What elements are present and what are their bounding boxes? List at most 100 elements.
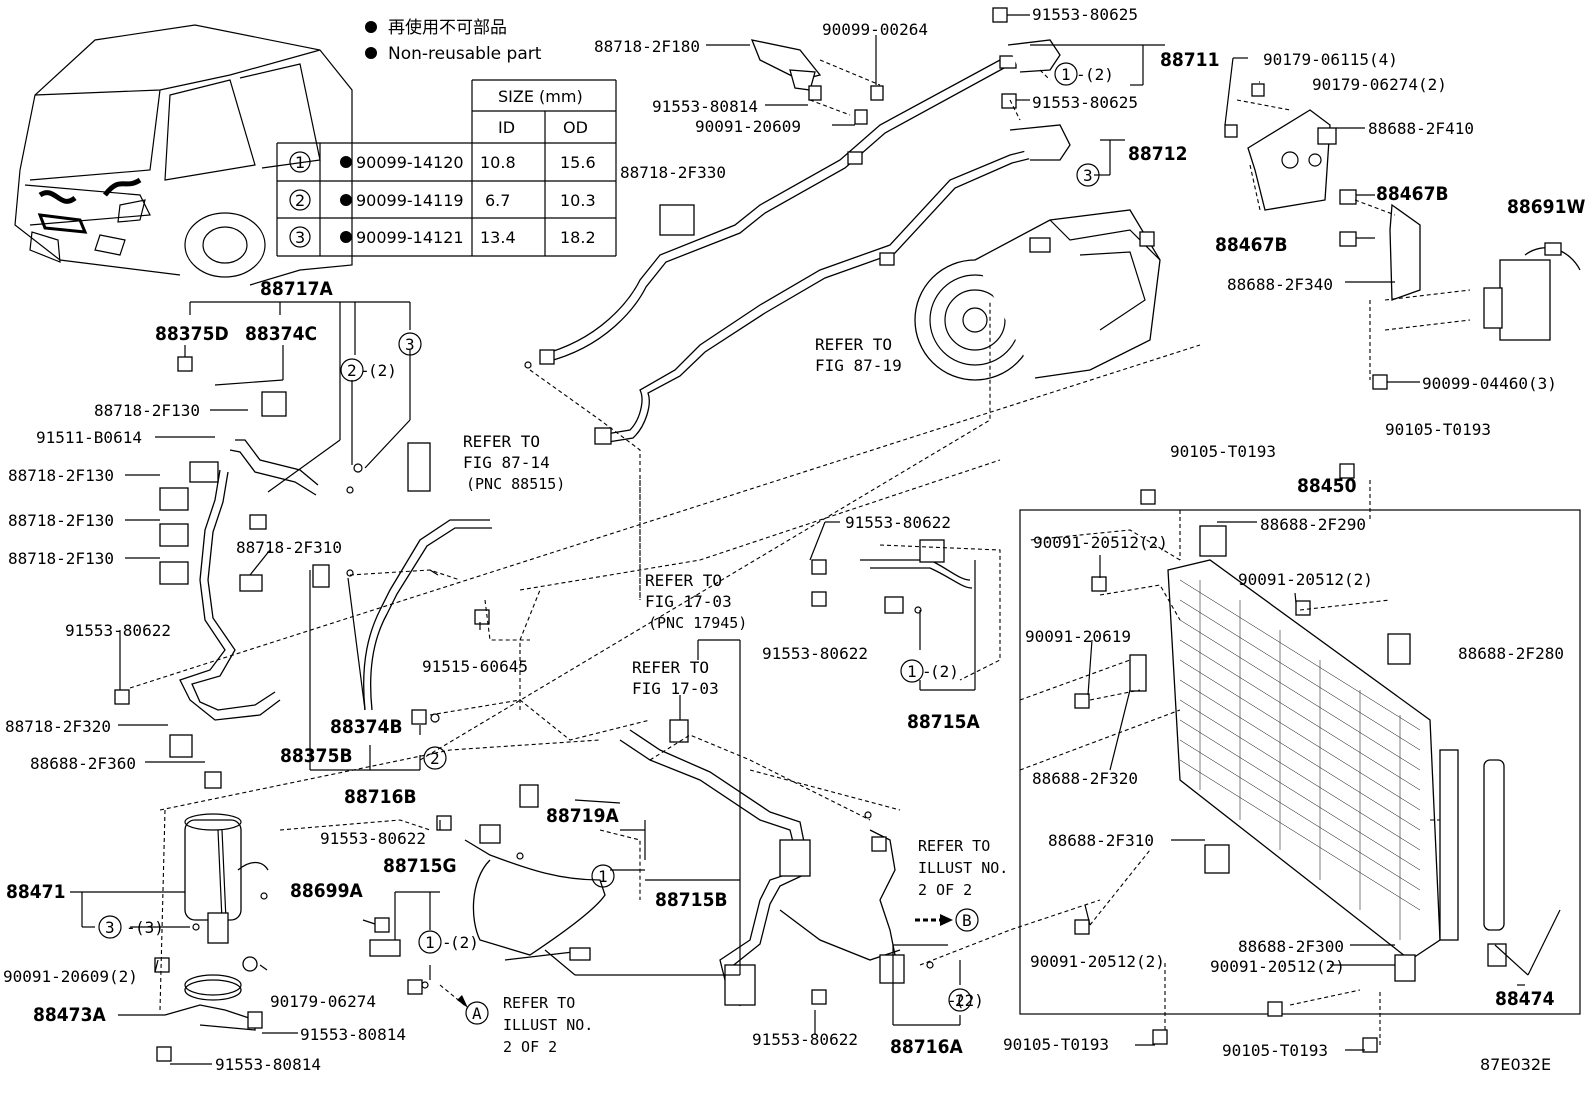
svg-text:REFER TO: REFER TO xyxy=(503,994,575,1012)
compressor xyxy=(914,209,1161,381)
svg-text:(PNC 17945): (PNC 17945) xyxy=(648,614,747,632)
svg-text:15.6: 15.6 xyxy=(560,153,596,172)
svg-text:2: 2 xyxy=(295,191,305,210)
svg-text:1: 1 xyxy=(295,153,305,172)
svg-text:FIG 87-19: FIG 87-19 xyxy=(815,356,902,375)
svg-text:3: 3 xyxy=(405,335,415,354)
part-label: 88691W xyxy=(1507,196,1585,218)
non-reusable-dot-icon xyxy=(365,21,377,33)
part-label: 88718-2F320 xyxy=(5,717,111,736)
svg-text:3: 3 xyxy=(295,228,305,247)
small-parts-top xyxy=(524,7,1017,369)
part-label: 90099-04460(3) xyxy=(1422,374,1557,393)
svg-text:2 OF 2: 2 OF 2 xyxy=(918,881,972,899)
svg-text:FIG 17-03: FIG 17-03 xyxy=(632,679,719,698)
part-label: 90091-20619 xyxy=(1025,627,1131,646)
illustration-code: 87E032E xyxy=(1480,1055,1551,1074)
part-label: 90105-T0193 xyxy=(1222,1041,1328,1060)
part-label: 88715B xyxy=(655,889,728,911)
part-label: 88688-2F340 xyxy=(1227,275,1333,294)
part-label: 90179-06274(2) xyxy=(1312,75,1447,94)
svg-text:6.7: 6.7 xyxy=(485,191,510,210)
leader-lines xyxy=(70,14,1561,1065)
dashed-leaders xyxy=(129,59,1471,1045)
part-label: 91553-80622 xyxy=(65,621,171,640)
dash: - xyxy=(922,662,932,681)
quantity-label: (2) xyxy=(368,361,397,380)
part-label: 88711 xyxy=(1160,49,1219,71)
svg-text:(PNC 88515): (PNC 88515) xyxy=(466,475,565,493)
part-label: 88374B xyxy=(330,716,403,738)
quantity-label: (2) xyxy=(930,662,959,681)
quantity-label: (2) xyxy=(955,991,984,1010)
circled-refs: 1 3 2 3 2 1 1 1 3 2 A B xyxy=(98,62,1100,1025)
part-label: 88374C xyxy=(245,323,317,345)
part-label: 91553-80814 xyxy=(215,1055,321,1074)
svg-text:18.2: 18.2 xyxy=(560,228,596,247)
part-label: 88718-2F130 xyxy=(8,549,114,568)
dash: - xyxy=(126,918,136,937)
legend-en: Non-reusable part xyxy=(388,44,542,64)
part-label: 88715G xyxy=(383,855,457,877)
van-illustration xyxy=(14,24,353,286)
part-label: 88473A xyxy=(33,1004,106,1026)
part-label: 91553-80622 xyxy=(762,644,868,663)
dash: - xyxy=(1076,65,1086,84)
id-header: ID xyxy=(498,118,515,137)
svg-text:ILLUST NO.: ILLUST NO. xyxy=(503,1016,593,1034)
svg-text:REFER TO: REFER TO xyxy=(632,658,709,677)
part-label: 88715A xyxy=(907,711,980,733)
part-label: 91553-80814 xyxy=(300,1025,406,1044)
size-table: SIZE (mm) ID OD 1 90099-14120 10.8 15.6 … xyxy=(276,79,617,257)
part-label: 91553-80625 xyxy=(1032,93,1138,112)
part-label: 90179-06115(4) xyxy=(1263,50,1398,69)
part-label: 88688-2F280 xyxy=(1458,644,1564,663)
part-label: 88688-2F360 xyxy=(30,754,136,773)
svg-text:FIG 87-14: FIG 87-14 xyxy=(463,453,550,472)
part-label: 91553-80814 xyxy=(652,97,758,116)
part-label: 88688-2F290 xyxy=(1260,515,1366,534)
dash: - xyxy=(442,933,452,952)
part-label: 88718-2F310 xyxy=(236,538,342,557)
part-label: 88716A xyxy=(890,1036,963,1058)
svg-text:3: 3 xyxy=(105,918,115,937)
non-reusable-dot-icon xyxy=(365,47,377,59)
part-label: 90091-20609 xyxy=(695,117,801,136)
refer-notes: REFER TO FIG 87-19 REFER TO FIG 87-14 (P… xyxy=(463,335,1008,1056)
part-label: 88467B xyxy=(1376,183,1449,205)
part-label: 88467B xyxy=(1215,234,1288,256)
svg-text:1: 1 xyxy=(907,662,917,681)
part-label: 88699A xyxy=(290,880,363,902)
part-label: 88688-2F410 xyxy=(1368,119,1474,138)
part-label: 91553-80622 xyxy=(845,513,951,532)
svg-text:1: 1 xyxy=(425,933,435,952)
dash: - xyxy=(947,991,957,1010)
part-label: 90105-T0193 xyxy=(1170,442,1276,461)
condenser-box xyxy=(1019,463,1581,1053)
part-label: 90105-T0193 xyxy=(1385,420,1491,439)
part-label: 88719A xyxy=(546,805,619,827)
svg-text:1: 1 xyxy=(1061,65,1071,84)
svg-text:13.4: 13.4 xyxy=(480,228,516,247)
part-label: 91553-80625 xyxy=(1032,5,1138,24)
svg-text:2: 2 xyxy=(955,991,965,1010)
part-label: 90105-T0193 xyxy=(1003,1035,1109,1054)
svg-text:1: 1 xyxy=(598,867,608,886)
part-label: 88375D xyxy=(155,323,229,345)
part-label: 88718-2F330 xyxy=(620,163,726,182)
svg-text:2 OF 2: 2 OF 2 xyxy=(503,1038,557,1056)
part-label: 88717A xyxy=(260,278,333,300)
svg-text:90099-14119: 90099-14119 xyxy=(356,191,464,210)
part-label: 91553-80622 xyxy=(752,1030,858,1049)
part-label: 88375B xyxy=(280,745,353,767)
part-label: 90091-20512(2) xyxy=(1210,957,1345,976)
discharge-hoses xyxy=(539,39,1071,445)
part-label: 88718-2F130 xyxy=(8,466,114,485)
part-label: 90099-00264 xyxy=(822,20,928,39)
part-label: 90091-20512(2) xyxy=(1030,952,1165,971)
part-label: 88474 xyxy=(1495,988,1555,1010)
part-label: 88718-2F130 xyxy=(94,401,200,420)
svg-text:REFER TO: REFER TO xyxy=(918,837,990,855)
